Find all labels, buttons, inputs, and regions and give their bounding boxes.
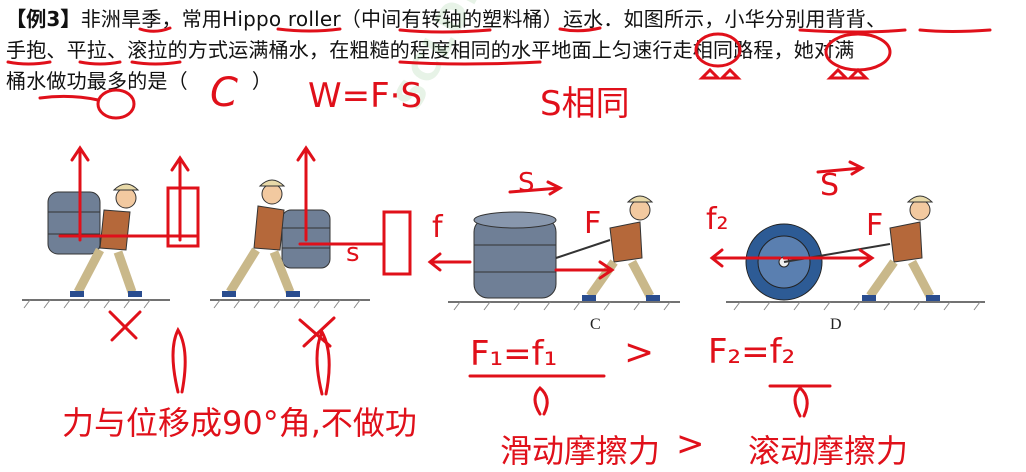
problem-line-3: 桶水做功最多的是（ ） <box>6 66 1006 97</box>
figure-d-person <box>862 195 940 301</box>
figure-c-barrel <box>473 211 557 299</box>
displacement-s-b: s <box>346 238 360 268</box>
problem-close-paren: ） <box>251 69 273 93</box>
friction-f-c: f <box>432 210 443 245</box>
greater-than-sign-2: > <box>676 424 705 464</box>
equation-left: F₁=f₁ <box>470 334 558 374</box>
figure-b-person <box>222 179 331 297</box>
figure-a-person <box>47 183 142 297</box>
force-F-d: F <box>866 208 884 243</box>
problem-text-3: 桶水做功最多的是（ <box>6 69 188 93</box>
figure-label-c: C <box>590 316 601 333</box>
figure-d-roller <box>745 223 891 301</box>
example-tag: 【例3】 <box>6 7 81 31</box>
ground-a <box>22 299 985 303</box>
answer-letter: C <box>210 70 238 116</box>
greater-than-sign: > <box>624 332 655 373</box>
ink-annotations <box>6 26 992 418</box>
problem-line-1: 【例3】非洲旱季，常用Hippo roller（中间有转轴的塑料桶）运水．如图所… <box>6 4 1006 35</box>
problem-text-1: 非洲旱季，常用Hippo roller（中间有转轴的塑料桶）运水．如图所示，小华… <box>80 7 887 31</box>
note-sliding-friction: 滑动摩擦力 <box>500 432 661 470</box>
distance-same-note: S相同 <box>540 84 630 124</box>
ground-hatch <box>23 299 981 311</box>
note-rolling-friction: 滚动摩擦力 <box>748 432 909 470</box>
force-F-c: F <box>584 206 602 241</box>
problem-line-2: 手抱、平拉、滚拉的方式运满桶水，在粗糙的程度相同的水平地面上匀速行走相同路程，她… <box>6 38 855 62</box>
equation-right: F₂=f₂ <box>708 332 796 372</box>
figure-label-d: D <box>830 316 842 333</box>
vector-s-c: S <box>518 168 535 198</box>
vector-s-d: S <box>820 168 840 203</box>
figure-c-person <box>555 195 660 301</box>
work-formula: W=F·S <box>308 76 423 116</box>
friction-f2-d: f₂ <box>706 202 729 237</box>
problem-statement: 【例3】非洲旱季，常用Hippo roller（中间有转轴的塑料桶）运水．如图所… <box>6 4 1006 97</box>
note-perpendicular-no-work: 力与位移成90°角,不做功 <box>62 404 417 442</box>
